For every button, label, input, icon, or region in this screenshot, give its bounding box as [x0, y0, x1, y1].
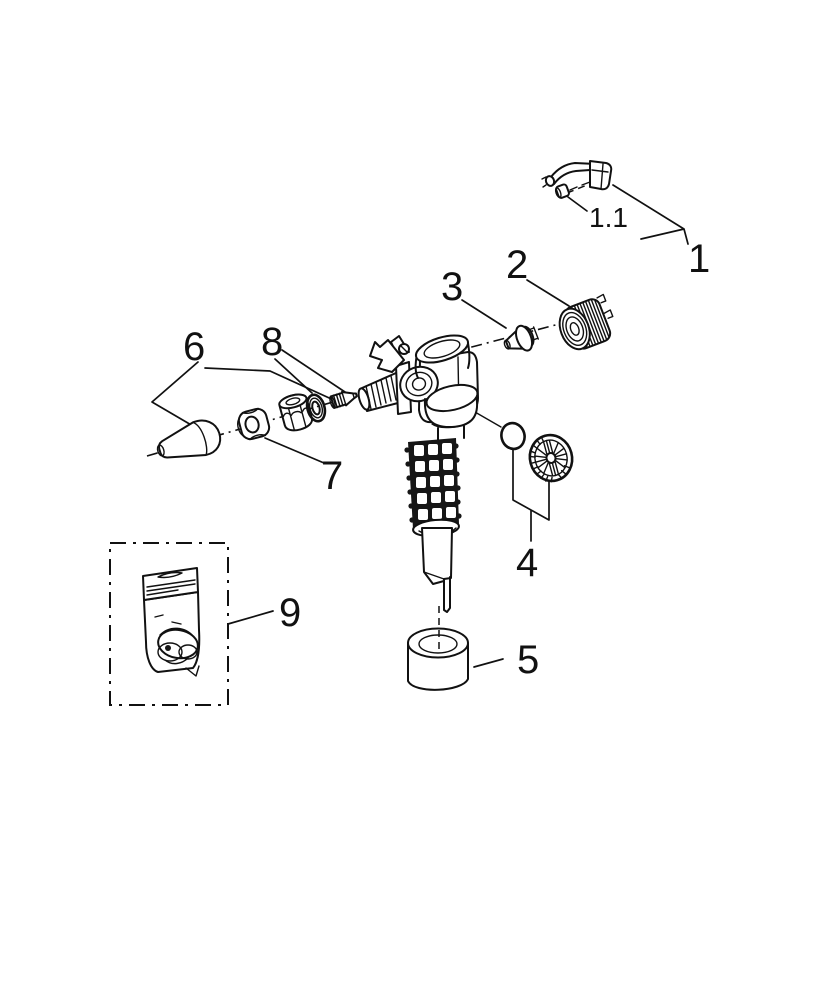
part-washer [305, 393, 327, 423]
part-label-5: 5 [517, 638, 539, 682]
part-main-valve-body [357, 334, 479, 441]
part-label-4: 4 [516, 541, 538, 585]
part-label-3: 3 [441, 265, 463, 309]
leader-part-4 [512, 449, 550, 542]
part-label-2: 2 [506, 243, 528, 287]
leader-part-6 [151, 361, 339, 427]
part-impeller-wheel [528, 433, 574, 483]
part-outlet-tube [421, 527, 453, 613]
part-label-7: 7 [321, 454, 343, 498]
leader-part-5 [473, 658, 504, 668]
part-lever-pivot-nut [554, 183, 570, 199]
part-label-1: 1 [688, 237, 710, 281]
bag-contents-seals [154, 614, 199, 665]
part-filter-cage [404, 438, 462, 538]
part-valve-piston [503, 324, 540, 352]
bag-hang-slot [157, 571, 183, 579]
callout-labels: 1 1.1 2 3 4 5 6 7 8 9 [183, 202, 710, 682]
part-o-ring [500, 421, 526, 451]
part-damper-cup [407, 627, 469, 691]
center-axis-left [146, 392, 365, 457]
part-lever-arm-assembly [541, 160, 613, 191]
leader-lines [151, 184, 689, 668]
bag-corner-fold [185, 665, 200, 677]
assembly-axes [146, 180, 598, 457]
leader-part-1-1 [567, 196, 588, 212]
part-label-8: 8 [261, 320, 283, 364]
leader-part-8 [274, 349, 346, 394]
leader-part-1 [612, 184, 689, 245]
part-label-1-1: 1.1 [589, 202, 628, 233]
part-service-kit [109, 542, 229, 706]
leader-part-2 [526, 279, 570, 307]
service-kit-dashed-box [109, 542, 229, 706]
part-label-6: 6 [183, 325, 205, 369]
leader-part-7 [264, 437, 325, 464]
lever-nut-dash-line [569, 181, 591, 191]
part-label-9: 9 [279, 591, 301, 635]
leader-part-3 [461, 299, 507, 329]
leader-part-9 [227, 610, 274, 625]
part-screw-nipple [329, 391, 358, 409]
service-kit-bag [142, 567, 201, 677]
part-square-nut [237, 407, 271, 441]
part-cone-nozzle [156, 419, 222, 459]
part-knurled-cap [558, 293, 614, 351]
filter-mesh-holes [414, 443, 456, 520]
bag-label-lines [146, 579, 196, 596]
